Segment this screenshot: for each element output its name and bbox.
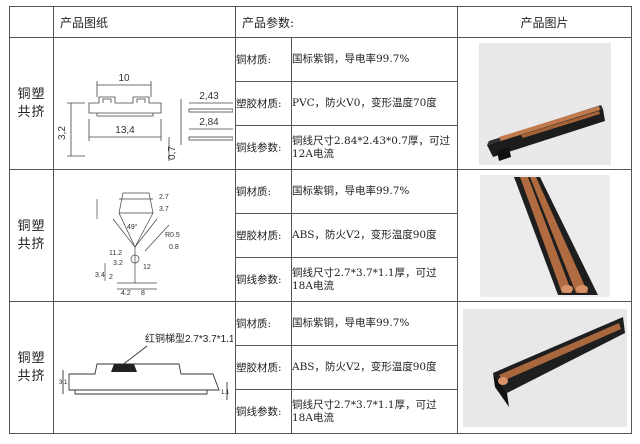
param-value: 国标紫铜，导电率99.7% bbox=[290, 169, 459, 214]
product-row-3-a: 铜塑 共挤 红铜梯型2.7*3.7*1.1 3.1 1.1 铜材质: 国标紫铜，… bbox=[9, 301, 633, 434]
category-line-2: 共挤 bbox=[17, 236, 46, 252]
dim-8: 8 bbox=[141, 290, 145, 297]
header-drawing: 产品图纸 bbox=[53, 6, 236, 38]
drawing-cell: 红铜梯型2.7*3.7*1.1 3.1 1.1 bbox=[53, 301, 236, 434]
product-row-1-c: 铜线参数: 铜线尺寸2.84*2.43*0.7厚，可过12A电流 bbox=[10, 125, 632, 170]
param-value: 国标紫铜，导电率99.7% bbox=[290, 37, 459, 82]
product-row-1-a: 铜塑 共挤 bbox=[9, 37, 633, 170]
product-photo-2 bbox=[479, 174, 610, 297]
category-cell: 铜塑 共挤 bbox=[9, 169, 54, 302]
param-label: 塑胶材质: bbox=[235, 213, 292, 258]
param-label: 铜线参数: bbox=[235, 125, 292, 170]
category-line-1: 铜塑 bbox=[17, 350, 46, 366]
product-photo-3 bbox=[462, 308, 627, 427]
category-line-1: 铜塑 bbox=[17, 218, 46, 234]
product-row-2-a: 铜塑 共挤 2.7 3.7 bbox=[9, 169, 633, 302]
dim-2: 2 bbox=[109, 274, 113, 281]
param-value: 铜线尺寸2.7*3.7*1.1厚，可过18A电流 bbox=[290, 257, 459, 302]
dim-2-43: 2,43 bbox=[199, 91, 219, 102]
header-photo: 产品图片 bbox=[457, 6, 633, 38]
drawing-cell: 2.7 3.7 49° R0.5 0.8 11.2 3.2 12 3.4 2 4… bbox=[53, 169, 236, 302]
param-label: 铜材质: bbox=[235, 37, 292, 82]
param-label: 塑胶材质: bbox=[235, 81, 292, 126]
product-row-2-b: 塑胶材质: ABS，防火V2，变形温度90度 bbox=[10, 213, 632, 258]
profile-drawing-2: 2.7 3.7 49° R0.5 0.8 11.2 3.2 12 3.4 2 4… bbox=[95, 192, 180, 297]
photo-cell bbox=[457, 169, 633, 302]
param-label: 铜材质: bbox=[235, 169, 292, 214]
category-line-2: 共挤 bbox=[17, 104, 46, 120]
dim-0-7: 0,7 bbox=[167, 145, 178, 159]
product-spec-table: 产品图纸 产品参数: 产品图片 铜塑 共挤 bbox=[9, 6, 633, 434]
dim-1-1: 1.1 bbox=[221, 390, 230, 396]
copper-trapezoid-label: 红铜梯型2.7*3.7*1.1 bbox=[145, 332, 233, 345]
param-value: 铜线尺寸2.7*3.7*1.1厚，可过18A电流 bbox=[290, 389, 459, 434]
param-value: 铜线尺寸2.84*2.43*0.7厚，可过12A电流 bbox=[290, 125, 459, 170]
profile-drawing-1: 10 2,43 2,84 13,4 0,7 3,2 bbox=[57, 73, 233, 161]
dim-3-1: 3.1 bbox=[59, 380, 68, 386]
dim-4-2: 4.2 bbox=[121, 290, 131, 297]
dim-10: 10 bbox=[118, 73, 130, 84]
photo-cell bbox=[457, 301, 633, 434]
category-line-1: 铜塑 bbox=[17, 86, 46, 102]
dim-3-4: 3.4 bbox=[95, 272, 105, 279]
product-photo-1 bbox=[478, 42, 611, 165]
param-label: 铜材质: bbox=[235, 301, 292, 346]
header-row: 产品图纸 产品参数: 产品图片 bbox=[9, 6, 633, 38]
param-value: ABS，防火V2，变形温度90度 bbox=[290, 345, 459, 390]
dim-3-2b: 3.2 bbox=[113, 260, 123, 267]
param-label: 铜线参数: bbox=[235, 257, 292, 302]
dim-49-deg: 49° bbox=[127, 223, 138, 231]
dim-2-7: 2.7 bbox=[159, 194, 169, 201]
product-row-2-c: 铜线参数: 铜线尺寸2.7*3.7*1.1厚，可过18A电流 bbox=[10, 257, 632, 302]
param-label: 塑胶材质: bbox=[235, 345, 292, 390]
drawing-cell: 10 2,43 2,84 13,4 0,7 3,2 bbox=[53, 37, 236, 170]
dim-3-7: 3.7 bbox=[159, 206, 169, 213]
param-value: PVC，防火V0，变形温度70度 bbox=[290, 81, 459, 126]
dim-11-2: 11.2 bbox=[109, 250, 122, 257]
param-value: 国标紫铜，导电率99.7% bbox=[290, 301, 459, 346]
header-params: 产品参数: bbox=[234, 6, 459, 38]
category-line-2: 共挤 bbox=[17, 368, 46, 384]
profile-drawing-3: 红铜梯型2.7*3.7*1.1 3.1 1.1 bbox=[59, 332, 233, 400]
param-value: ABS，防火V2，变形温度90度 bbox=[290, 213, 459, 258]
category-cell: 铜塑 共挤 bbox=[9, 37, 54, 170]
dim-13-4: 13,4 bbox=[115, 125, 135, 136]
photo-cell bbox=[457, 37, 633, 170]
dim-3-2: 3,2 bbox=[57, 125, 68, 139]
param-label: 铜线参数: bbox=[235, 389, 292, 434]
dim-r0-5: R0.5 bbox=[165, 232, 180, 239]
dim-0-8: 0.8 bbox=[169, 244, 179, 251]
header-category bbox=[9, 6, 54, 38]
product-row-3-c: 铜线参数: 铜线尺寸2.7*3.7*1.1厚，可过18A电流 bbox=[10, 389, 632, 434]
product-row-3-b: 塑胶材质: ABS，防火V2，变形温度90度 bbox=[10, 345, 632, 390]
dim-12: 12 bbox=[143, 264, 151, 271]
category-cell: 铜塑 共挤 bbox=[9, 301, 54, 434]
dim-2-84: 2,84 bbox=[199, 117, 219, 128]
